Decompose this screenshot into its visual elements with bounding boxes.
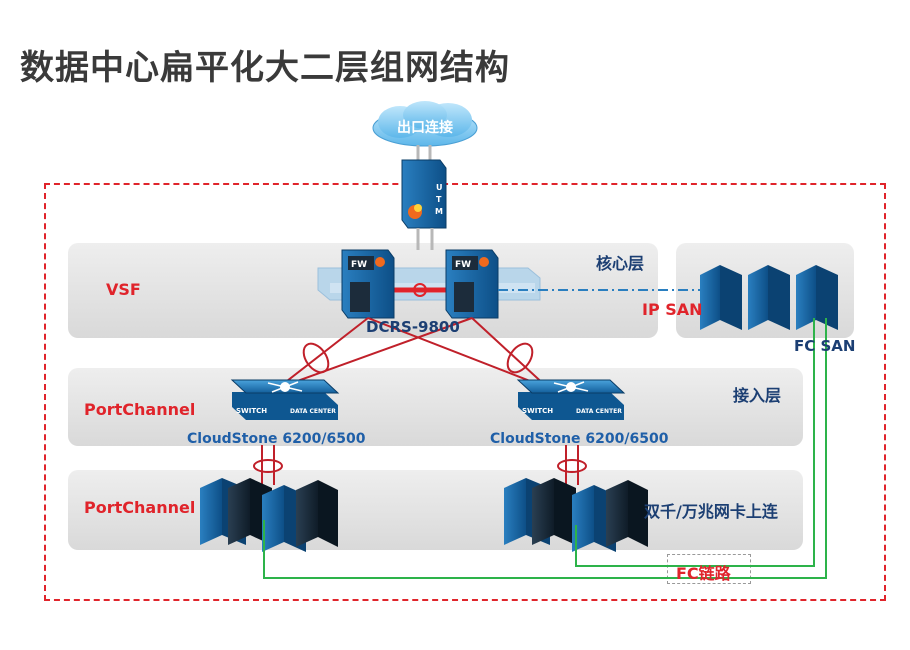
fc-link-label: FC链路 bbox=[676, 564, 731, 583]
core-access-links bbox=[277, 317, 549, 389]
servers-left bbox=[200, 478, 338, 552]
page-title: 数据中心扁平化大二层组网结构 bbox=[20, 48, 510, 88]
switch-right-text-b: DATA CENTER bbox=[576, 408, 622, 415]
server-layer-band bbox=[68, 470, 803, 550]
access-layer-band bbox=[68, 368, 803, 446]
access-portchannel-label: PortChannel bbox=[84, 400, 196, 419]
switch-left-text-a: SWITCH bbox=[236, 407, 267, 415]
access-switch-left: SWITCH DATA CENTER bbox=[230, 379, 340, 420]
fw-right-label: FW bbox=[455, 260, 471, 270]
server-portchannel-label: PortChannel bbox=[84, 498, 196, 517]
cloud-label: 出口连接 bbox=[397, 120, 453, 136]
vsf-label: VSF bbox=[106, 280, 141, 299]
switch-left-text-b: DATA CENTER bbox=[290, 408, 336, 415]
servers-right bbox=[504, 478, 648, 552]
fc-links bbox=[263, 318, 827, 579]
utm-label-m: M bbox=[435, 207, 443, 216]
internet-cloud bbox=[372, 101, 478, 147]
fc-link-box bbox=[667, 554, 751, 584]
storage-arrays bbox=[700, 265, 838, 330]
vsf-link-marker bbox=[413, 283, 427, 297]
access-layer-name: 接入层 bbox=[733, 386, 782, 405]
switch-right-text-a: SWITCH bbox=[522, 407, 553, 415]
utm-label-t: T bbox=[436, 195, 442, 204]
access-switch-right-label: CloudStone 6200/6500 bbox=[490, 431, 669, 447]
fw-left-label: FW bbox=[351, 260, 367, 270]
access-switch-right: SWITCH DATA CENTER bbox=[516, 379, 626, 420]
fc-san-label: FC SAN bbox=[794, 337, 856, 355]
core-layer-name: 核心层 bbox=[596, 254, 645, 273]
datacenter-boundary bbox=[44, 183, 886, 601]
core-fw-left: FW bbox=[341, 249, 395, 319]
utm-firewall: U T M bbox=[401, 159, 447, 229]
utm-label-u: U bbox=[436, 183, 443, 192]
access-server-links bbox=[253, 445, 587, 485]
core-fw-right: FW bbox=[445, 249, 499, 319]
access-switch-left-label: CloudStone 6200/6500 bbox=[187, 431, 366, 447]
server-uplink-label: 双千/万兆网卡上连 bbox=[644, 502, 778, 521]
core-device-label: DCRS-9800 bbox=[366, 318, 460, 336]
ip-san-label: IP SAN bbox=[642, 300, 703, 319]
